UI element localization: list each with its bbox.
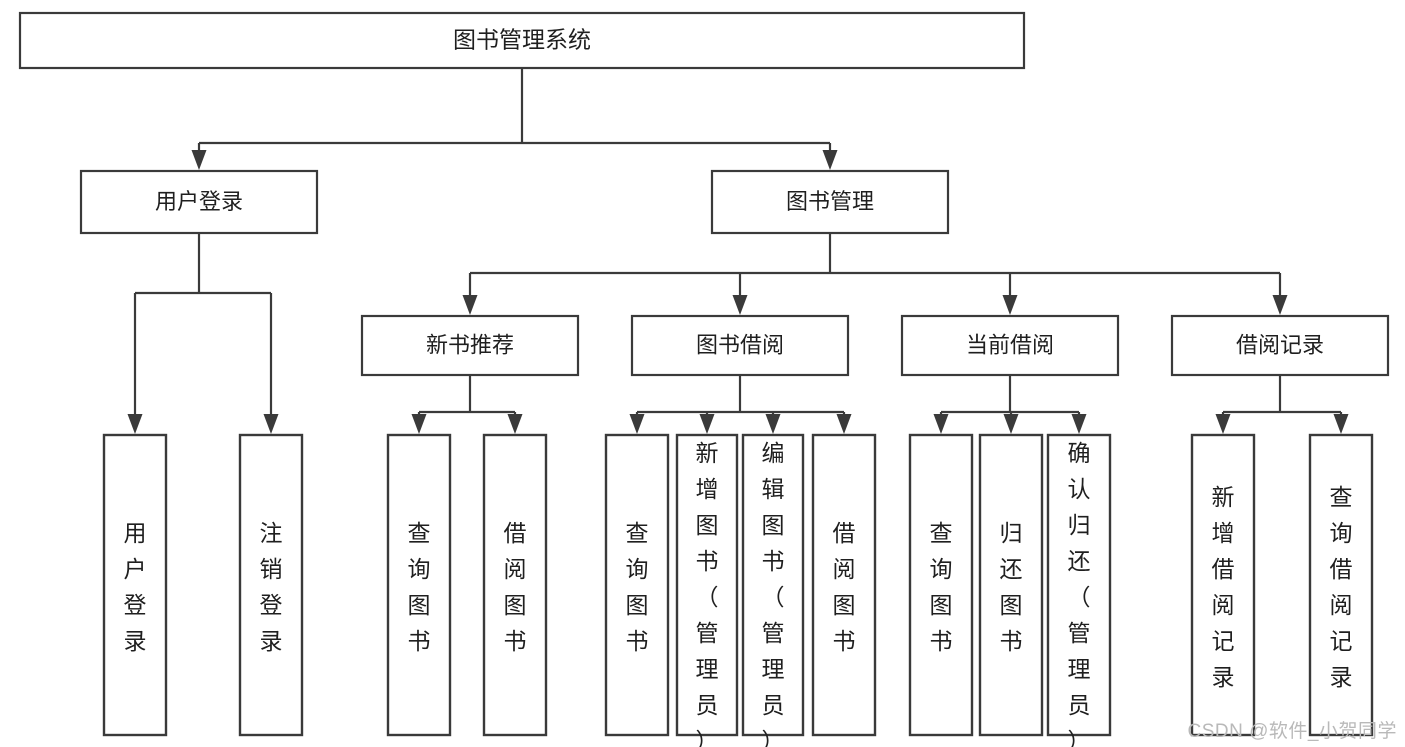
node-user-login[interactable]: 用户登录 [79,169,319,235]
node-box-book-borrow [630,314,850,377]
node-label-leaf-confirm-return: 确认归还（管理员） [1068,440,1091,747]
arrow-head-icon [191,150,207,170]
node-label-user-login: 用户登录 [155,189,243,214]
node-box-leaf-user-logout [238,433,304,737]
edge-layer [127,68,1349,434]
node-box-leaf-return-book [978,433,1044,737]
node-layer: 图书管理系统用户登录图书管理新书推荐图书借阅当前借阅借阅记录用户登录注销登录查询… [18,11,1390,747]
node-label-leaf-user-login: 用户登录 [124,520,147,654]
node-leaf-query-book-2[interactable]: 查询图书 [604,433,670,737]
node-label-leaf-query-book-1: 查询图书 [408,520,431,654]
arrow-head-icon [765,414,781,434]
node-box-leaf-confirm-return [1046,433,1112,737]
node-label-leaf-borrow-book-1: 借阅图书 [504,520,527,654]
node-label-current-borrow: 当前借阅 [966,332,1054,357]
node-box-leaf-query-book-3 [908,433,974,737]
node-box-leaf-user-login [102,433,168,737]
node-label-root: 图书管理系统 [453,27,591,53]
node-box-root [18,11,1026,70]
watermark-label: CSDN @软件_小贺同学 [1187,721,1397,742]
node-label-leaf-query-record: 查询借阅记录 [1330,484,1353,690]
node-box-leaf-add-record [1190,433,1256,737]
node-label-book-manage: 图书管理 [786,189,874,214]
node-label-leaf-query-book-3: 查询图书 [930,520,953,654]
node-leaf-edit-book[interactable]: 编辑图书（管理员） [741,433,805,747]
node-box-leaf-borrow-book-1 [482,433,548,737]
node-leaf-confirm-return[interactable]: 确认归还（管理员） [1046,433,1112,747]
arrow-head-icon [1272,295,1288,315]
arrow-head-icon [1333,414,1349,434]
edge-group-user-login [127,233,279,434]
node-leaf-add-book[interactable]: 新增图书（管理员） [675,433,739,747]
node-label-leaf-add-record: 新增借阅记录 [1212,484,1235,690]
arrow-head-icon [411,414,427,434]
node-label-leaf-query-book-2: 查询图书 [626,520,649,654]
node-leaf-user-logout[interactable]: 注销登录 [238,433,304,737]
node-box-borrow-record [1170,314,1390,377]
node-label-book-borrow: 图书借阅 [696,332,784,357]
node-label-new-book-rec: 新书推荐 [426,332,514,357]
arrow-head-icon [1002,295,1018,315]
edge-group-borrow-record [1215,375,1349,434]
node-leaf-query-book-3[interactable]: 查询图书 [908,433,974,737]
node-label-leaf-return-book: 归还图书 [1000,520,1023,654]
edge-group-current-borrow [933,375,1087,434]
node-box-new-book-rec [360,314,580,377]
node-box-leaf-query-book-2 [604,433,670,737]
node-leaf-add-record[interactable]: 新增借阅记录 [1190,433,1256,737]
node-label-borrow-record: 借阅记录 [1236,332,1324,357]
node-box-current-borrow [900,314,1120,377]
arrow-head-icon [836,414,852,434]
edge-group-book-manage [462,233,1288,315]
node-new-book-rec[interactable]: 新书推荐 [360,314,580,377]
node-leaf-query-record[interactable]: 查询借阅记录 [1308,433,1374,737]
edge-group-book-borrow [629,375,852,434]
node-leaf-borrow-book-2[interactable]: 借阅图书 [811,433,877,737]
node-box-leaf-edit-book [741,433,805,737]
arrow-head-icon [629,414,645,434]
node-leaf-query-book-1[interactable]: 查询图书 [386,433,452,737]
node-label-leaf-borrow-book-2: 借阅图书 [833,520,856,654]
edge-group-root [191,68,838,170]
node-leaf-borrow-book-1[interactable]: 借阅图书 [482,433,548,737]
node-box-leaf-add-book [675,433,739,737]
arrow-head-icon [127,414,143,434]
node-label-leaf-add-book: 新增图书（管理员） [696,440,719,747]
node-label-leaf-user-logout: 注销登录 [260,520,283,654]
node-borrow-record[interactable]: 借阅记录 [1170,314,1390,377]
arrow-head-icon [263,414,279,434]
node-root[interactable]: 图书管理系统 [18,11,1026,70]
arrow-head-icon [507,414,523,434]
node-label-leaf-edit-book: 编辑图书（管理员） [762,440,785,747]
node-book-manage[interactable]: 图书管理 [710,169,950,235]
arrow-head-icon [462,295,478,315]
node-leaf-return-book[interactable]: 归还图书 [978,433,1044,737]
arrow-head-icon [699,414,715,434]
arrow-head-icon [1003,414,1019,434]
edge-group-new-book-rec [411,375,523,434]
node-box-user-login [79,169,319,235]
arrow-head-icon [732,295,748,315]
node-leaf-user-login[interactable]: 用户登录 [102,433,168,737]
arrow-head-icon [822,150,838,170]
node-book-borrow[interactable]: 图书借阅 [630,314,850,377]
node-box-leaf-query-book-1 [386,433,452,737]
node-box-leaf-borrow-book-2 [811,433,877,737]
node-current-borrow[interactable]: 当前借阅 [900,314,1120,377]
arrow-head-icon [1215,414,1231,434]
node-box-book-manage [710,169,950,235]
arrow-head-icon [933,414,949,434]
arrow-head-icon [1071,414,1087,434]
node-box-leaf-query-record [1308,433,1374,737]
